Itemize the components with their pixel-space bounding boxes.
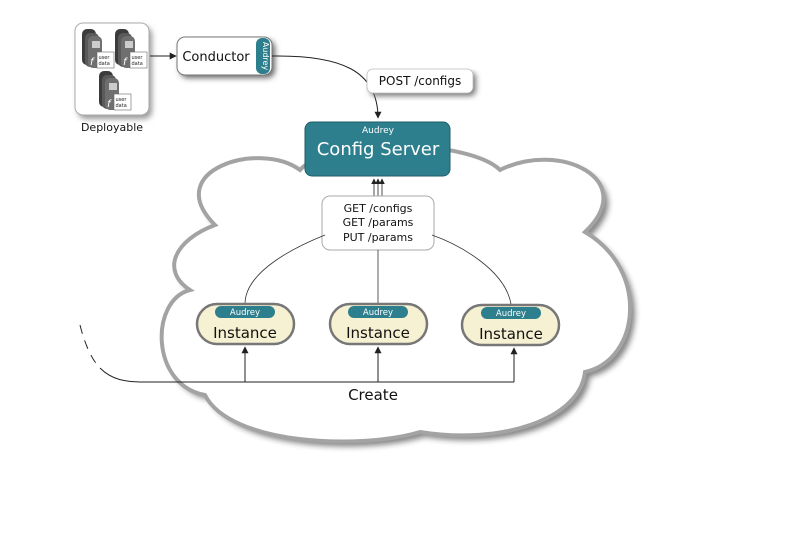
config-server-box: [304, 121, 451, 177]
instance-1-connector: [244, 234, 326, 305]
image-stack-3: f: [99, 71, 132, 111]
api-line-3: PUT /params: [343, 231, 413, 244]
post-configs-label: POST /configs: [379, 74, 461, 88]
cloud: [159, 143, 636, 447]
instance-2[interactable]: Audrey Instance: [328, 302, 429, 346]
instance-1-audrey-tag: Audrey: [230, 308, 260, 318]
conductor-label: Conductor: [182, 50, 250, 65]
create-line-dashed: [79, 324, 101, 369]
create-label: Create: [348, 386, 398, 404]
image-stack-1: f: [82, 29, 115, 69]
instance-1-label: Instance: [213, 324, 277, 342]
instance-3-audrey-tab: [481, 307, 541, 319]
deployable-label: Deployable: [81, 121, 143, 134]
instance-2-label: Instance: [346, 324, 410, 342]
api-line-2: GET /params: [343, 216, 414, 229]
instance-3-audrey-tag: Audrey: [496, 309, 526, 319]
instance-3-label: Instance: [479, 325, 543, 343]
api-box: GET /configs GET /params PUT /params: [321, 195, 435, 251]
conductor-node[interactable]: Audrey Conductor: [176, 36, 275, 78]
instance-2-audrey-tag: Audrey: [363, 308, 393, 318]
conductor-to-config-arrow: [271, 55, 382, 119]
post-configs-box: POST /configs: [366, 68, 476, 96]
fedora-icon: f: [90, 57, 95, 68]
api-line-1: GET /configs: [344, 202, 413, 215]
fedora-icon: f: [107, 99, 112, 110]
instance-3-connector: [431, 234, 512, 305]
instance-1-audrey-tab: [215, 306, 275, 318]
conductor-audrey-tab: [256, 38, 270, 74]
instance-1[interactable]: Audrey Instance: [195, 302, 296, 346]
conductor-audrey-tag: Audrey: [261, 42, 270, 71]
create-line: [99, 367, 514, 383]
config-server-audrey-tag: Audrey: [362, 126, 395, 136]
instance-2-audrey-tab: [348, 306, 408, 318]
fedora-icon: f: [123, 57, 128, 68]
instance-3[interactable]: Audrey Instance: [460, 303, 561, 347]
config-server-label: Config Server: [317, 139, 440, 160]
image-stack-2: f: [115, 29, 148, 69]
config-server-node[interactable]: Audrey Config Server: [304, 121, 451, 177]
